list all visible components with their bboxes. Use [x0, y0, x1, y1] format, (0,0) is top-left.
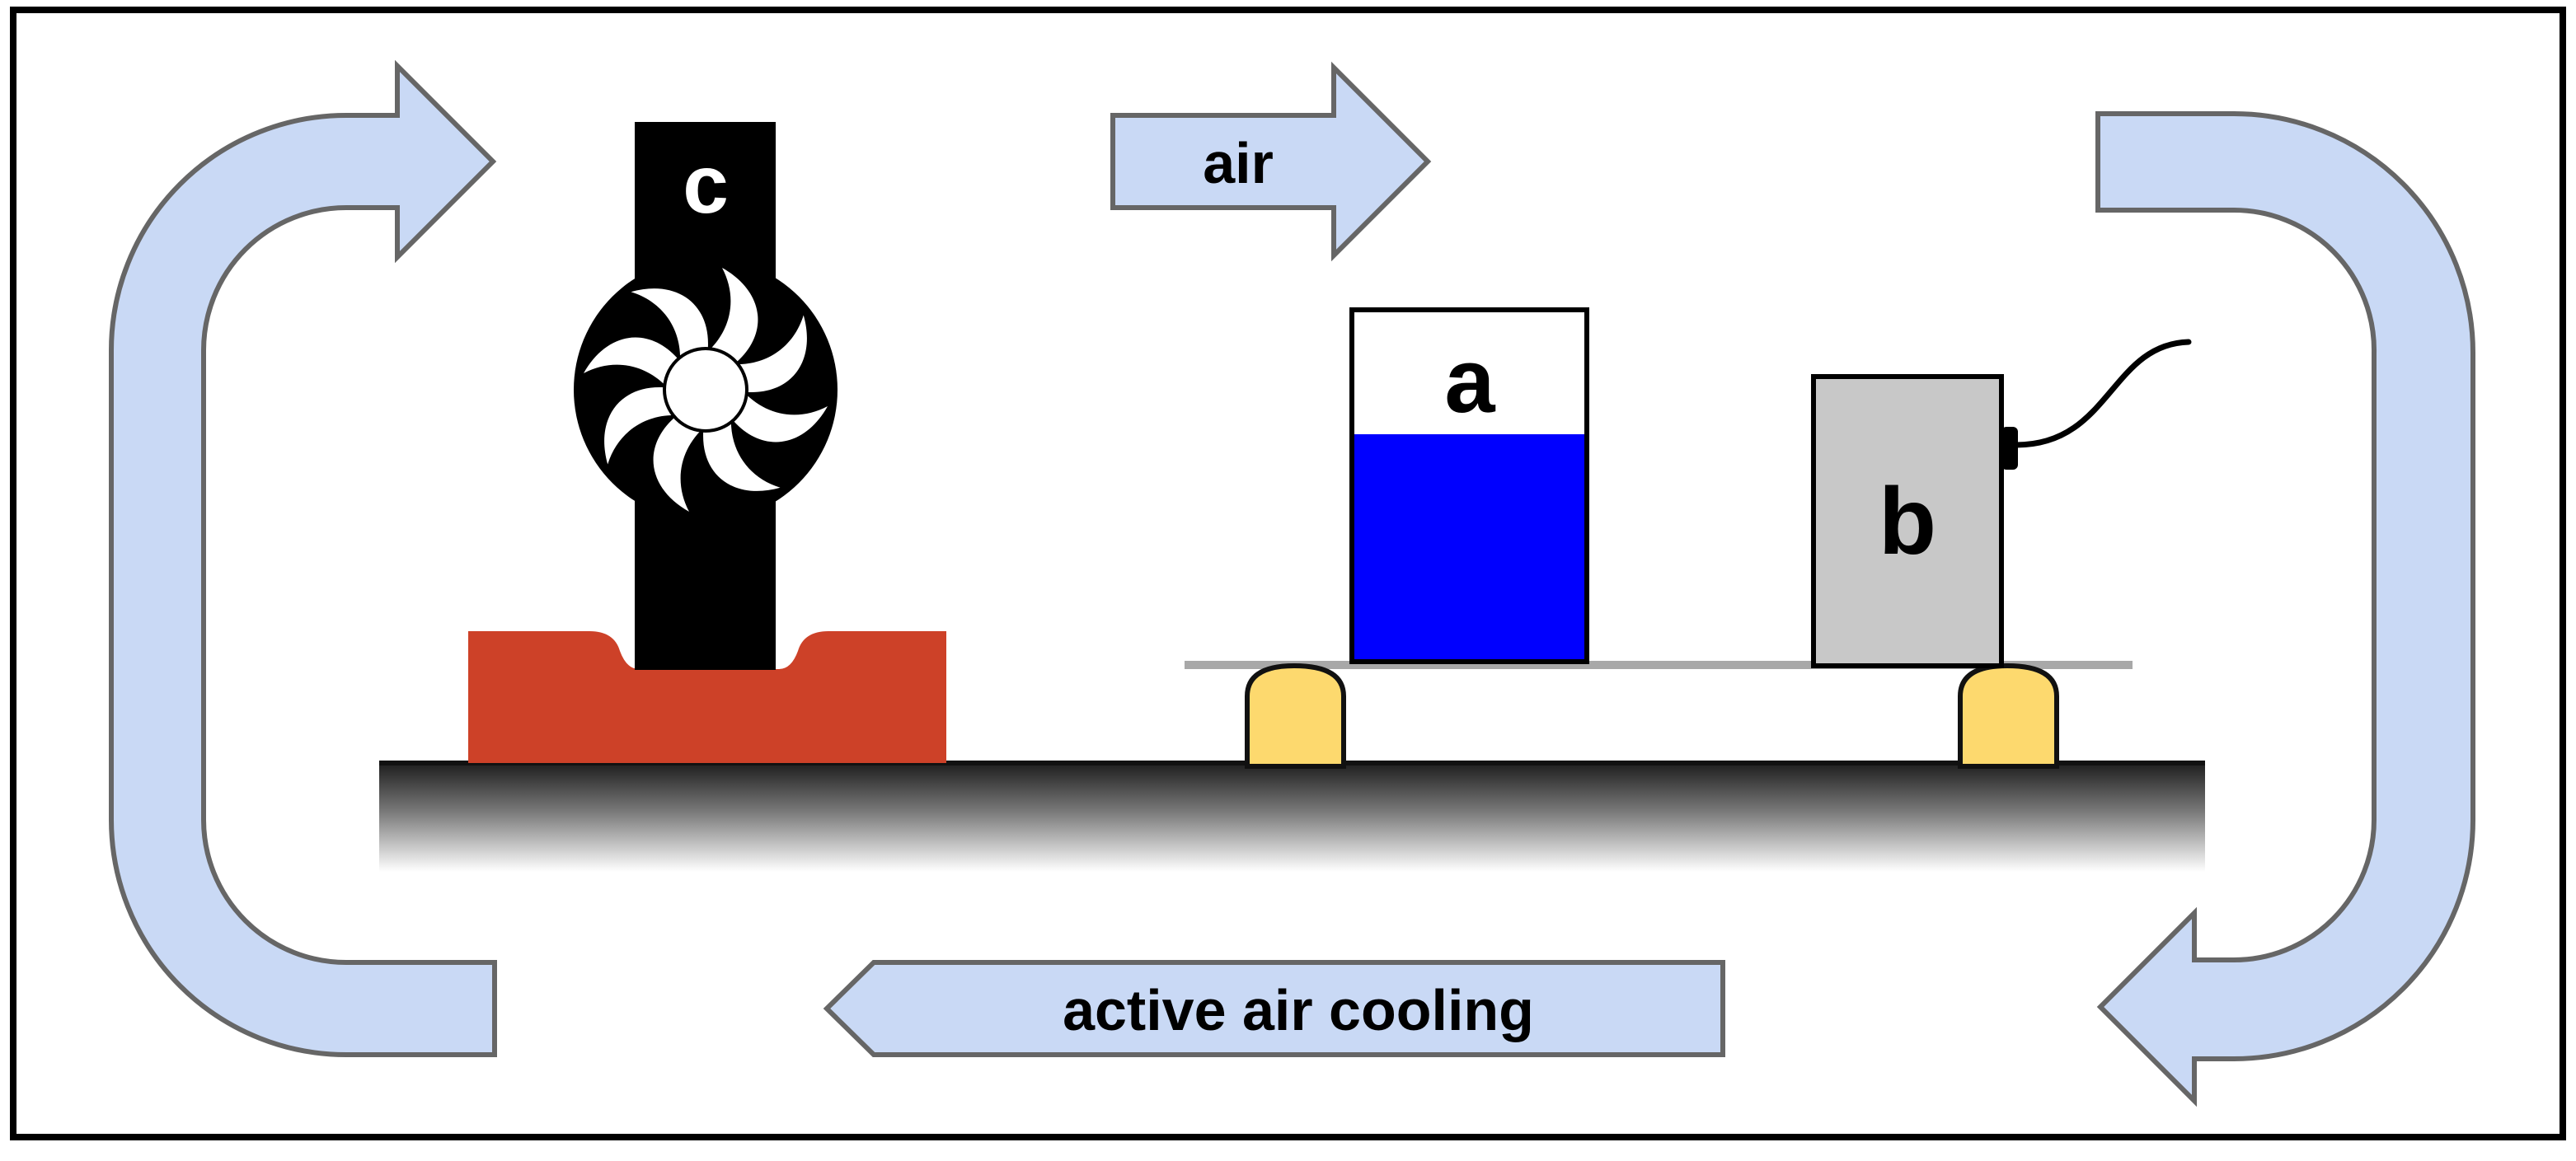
- fan-blade: [604, 387, 680, 465]
- fan-blade: [706, 268, 758, 362]
- cooling-flow-arrow: [823, 960, 1725, 1057]
- fan-blade: [734, 390, 828, 442]
- fan-blade: [703, 415, 781, 491]
- table-surface: [379, 763, 2205, 872]
- right-circulation-arrow: [2095, 111, 2475, 1107]
- label-c: c: [683, 138, 729, 231]
- label-b: b: [1879, 469, 1936, 574]
- platform-plate: [1185, 661, 2133, 669]
- left-circulation-arrow: [109, 59, 497, 1057]
- fan-blade: [731, 315, 807, 392]
- device-b: [1811, 374, 2004, 668]
- cooling-label: active air cooling: [1063, 978, 1534, 1042]
- fan-base: [468, 631, 946, 763]
- cable-icon: [2013, 339, 2192, 448]
- device-connector: [2001, 427, 2018, 470]
- support-foot-right: [1958, 662, 2059, 769]
- fan-icon: [574, 258, 838, 522]
- water-fill: [1352, 434, 1587, 662]
- label-a: a: [1444, 330, 1495, 432]
- fan-blade: [631, 288, 708, 364]
- fan-blade: [584, 337, 678, 390]
- container-a: [1349, 307, 1589, 664]
- support-foot-left: [1245, 662, 1346, 769]
- fan-blade: [653, 418, 706, 512]
- air-flow-arrow: [1110, 61, 1432, 262]
- air-label: air: [1203, 131, 1274, 195]
